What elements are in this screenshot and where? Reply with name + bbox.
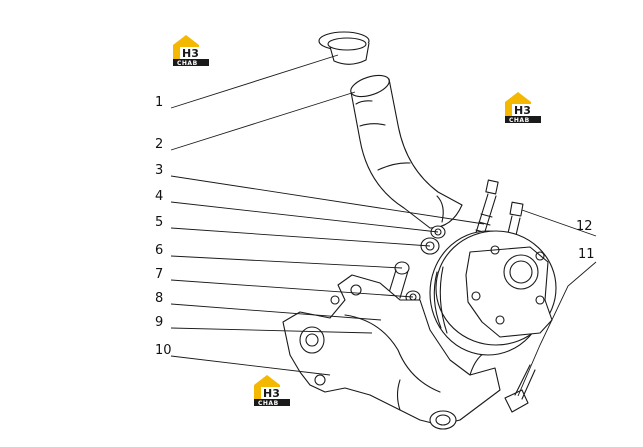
- svg-text:CHAB: CHAB: [258, 400, 279, 407]
- svg-text:H3: H3: [182, 47, 199, 60]
- part-2-curved-hose: [350, 74, 463, 229]
- part-1-hose-cap: [318, 31, 370, 65]
- callout-3: 3: [155, 163, 163, 178]
- part-11-drain-fitting: [504, 364, 536, 413]
- leader-lines: [170, 54, 597, 397]
- callout-2: 2: [155, 137, 163, 152]
- watermark-logo-top-left: H3 CHAB: [173, 35, 209, 67]
- pump-pulley: [429, 230, 557, 356]
- part-4-washer: [430, 225, 446, 239]
- callout-8: 8: [155, 291, 163, 306]
- svg-text:H3: H3: [514, 104, 531, 117]
- callout-10: 10: [155, 343, 172, 358]
- callout-1: 1: [155, 95, 163, 110]
- callout-6: 6: [155, 243, 163, 258]
- watermark-logo-top-right: H3 CHAB: [505, 92, 541, 124]
- svg-text:H3: H3: [263, 387, 280, 400]
- callout-4: 4: [155, 189, 163, 204]
- svg-text:CHAB: CHAB: [177, 60, 198, 67]
- watermark-logo-bottom-left: H3 CHAB: [254, 375, 290, 407]
- svg-text:CHAB: CHAB: [509, 117, 530, 124]
- callout-9: 9: [155, 315, 163, 330]
- part-10-pump-housing: [282, 274, 501, 430]
- callout-labels: 1 2 3 4 5 6 7 8 9 10 12 11: [155, 95, 595, 358]
- callout-11: 11: [578, 247, 595, 262]
- callout-12: 12: [576, 219, 593, 234]
- callout-7: 7: [155, 267, 163, 282]
- callout-5: 5: [155, 215, 163, 230]
